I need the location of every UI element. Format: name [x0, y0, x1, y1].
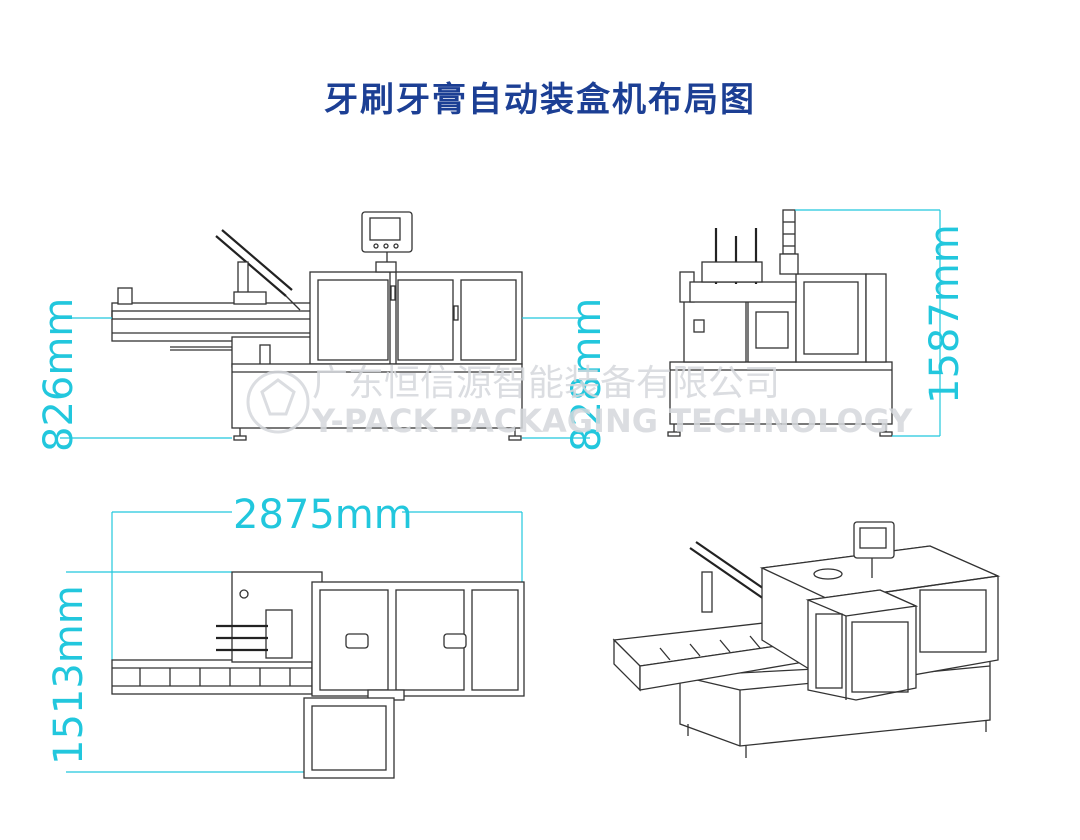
company-logo-icon	[246, 370, 310, 434]
side-total-height-label: 1587mm	[922, 224, 968, 404]
top-view	[66, 511, 525, 779]
page-title: 牙刷牙膏自动装盒机布局图	[324, 80, 756, 120]
front-height-label: 826mm	[36, 298, 82, 452]
top-length-label: 2875mm	[233, 492, 413, 538]
watermark: 广东恒信源智能装备有限公司 Y-PACK PACKAGING TECHNOLOG…	[246, 363, 913, 440]
top-width-label: 1513mm	[46, 585, 92, 765]
front-view	[60, 211, 590, 441]
watermark-company-cn: 广东恒信源智能装备有限公司	[312, 363, 780, 404]
side-height-label: 828mm	[564, 298, 610, 452]
side-view	[667, 209, 941, 437]
watermark-company-en: Y-PACK PACKAGING TECHNOLOGY	[311, 402, 913, 440]
isometric-view	[612, 521, 1001, 758]
